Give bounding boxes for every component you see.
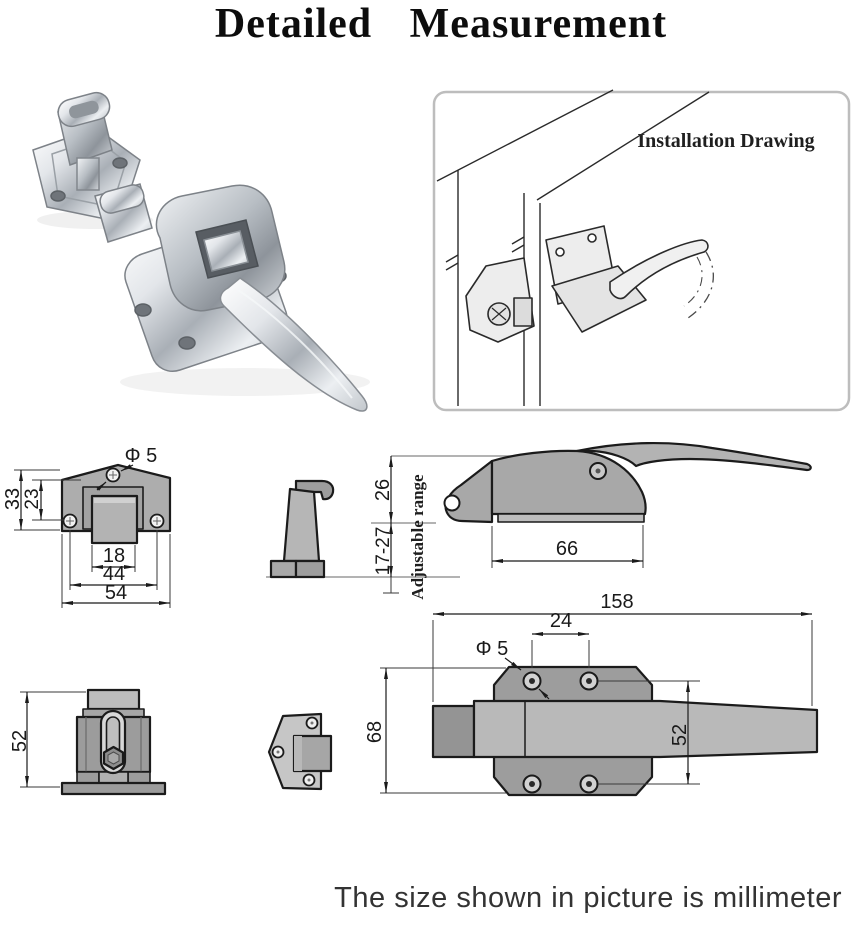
dim-17-27: 17-27 [373,527,394,576]
handle-side-view: 26 17-27 Adjustable range 66 [371,442,812,600]
installed-latch-sketch [465,225,714,343]
dim-44: 44 [103,563,125,585]
dim-24: 24 [550,610,572,632]
dim-18: 18 [103,545,125,567]
product-photo [32,91,370,412]
installation-label: Installation Drawing [637,130,814,152]
dim-23: 23 [22,488,43,509]
handle-bar [472,699,819,759]
dim-66: 66 [556,538,578,560]
dim-54: 54 [105,582,127,604]
strike-profile-view [267,712,333,791]
page-title: Detailed Measurement [214,1,668,47]
dim-68: 68 [364,721,386,743]
dim-26: 26 [372,479,394,501]
strike-tower-view [266,479,460,579]
catch-block [431,704,476,759]
strike-front-view: 33 23 18 44 54 Φ 5 [2,445,172,608]
screw-holes [62,467,165,529]
dim-52-strike: 52 [9,730,31,752]
dim-phi5-front: Φ 5 [125,445,158,467]
installation-drawing: Installation Drawing [432,89,851,412]
latch-body [490,449,647,516]
strike-front-large-view: 52 [9,688,167,796]
mount-holes [522,671,599,794]
installation-frame [432,90,851,412]
photo-latch-handle [94,183,368,412]
lever [575,442,812,472]
footer-note: The size shown in picture is millimeter [334,882,842,914]
adjustable-range-label: Adjustable range [408,474,427,600]
dim-33: 33 [2,488,24,510]
mount-plate [444,459,494,524]
handle-top-view: 158 24 Φ 5 68 52 [364,591,819,797]
dim-158: 158 [600,591,633,613]
dim-52-bar: 52 [669,724,691,746]
dim-phi5-top: Φ 5 [476,638,509,660]
